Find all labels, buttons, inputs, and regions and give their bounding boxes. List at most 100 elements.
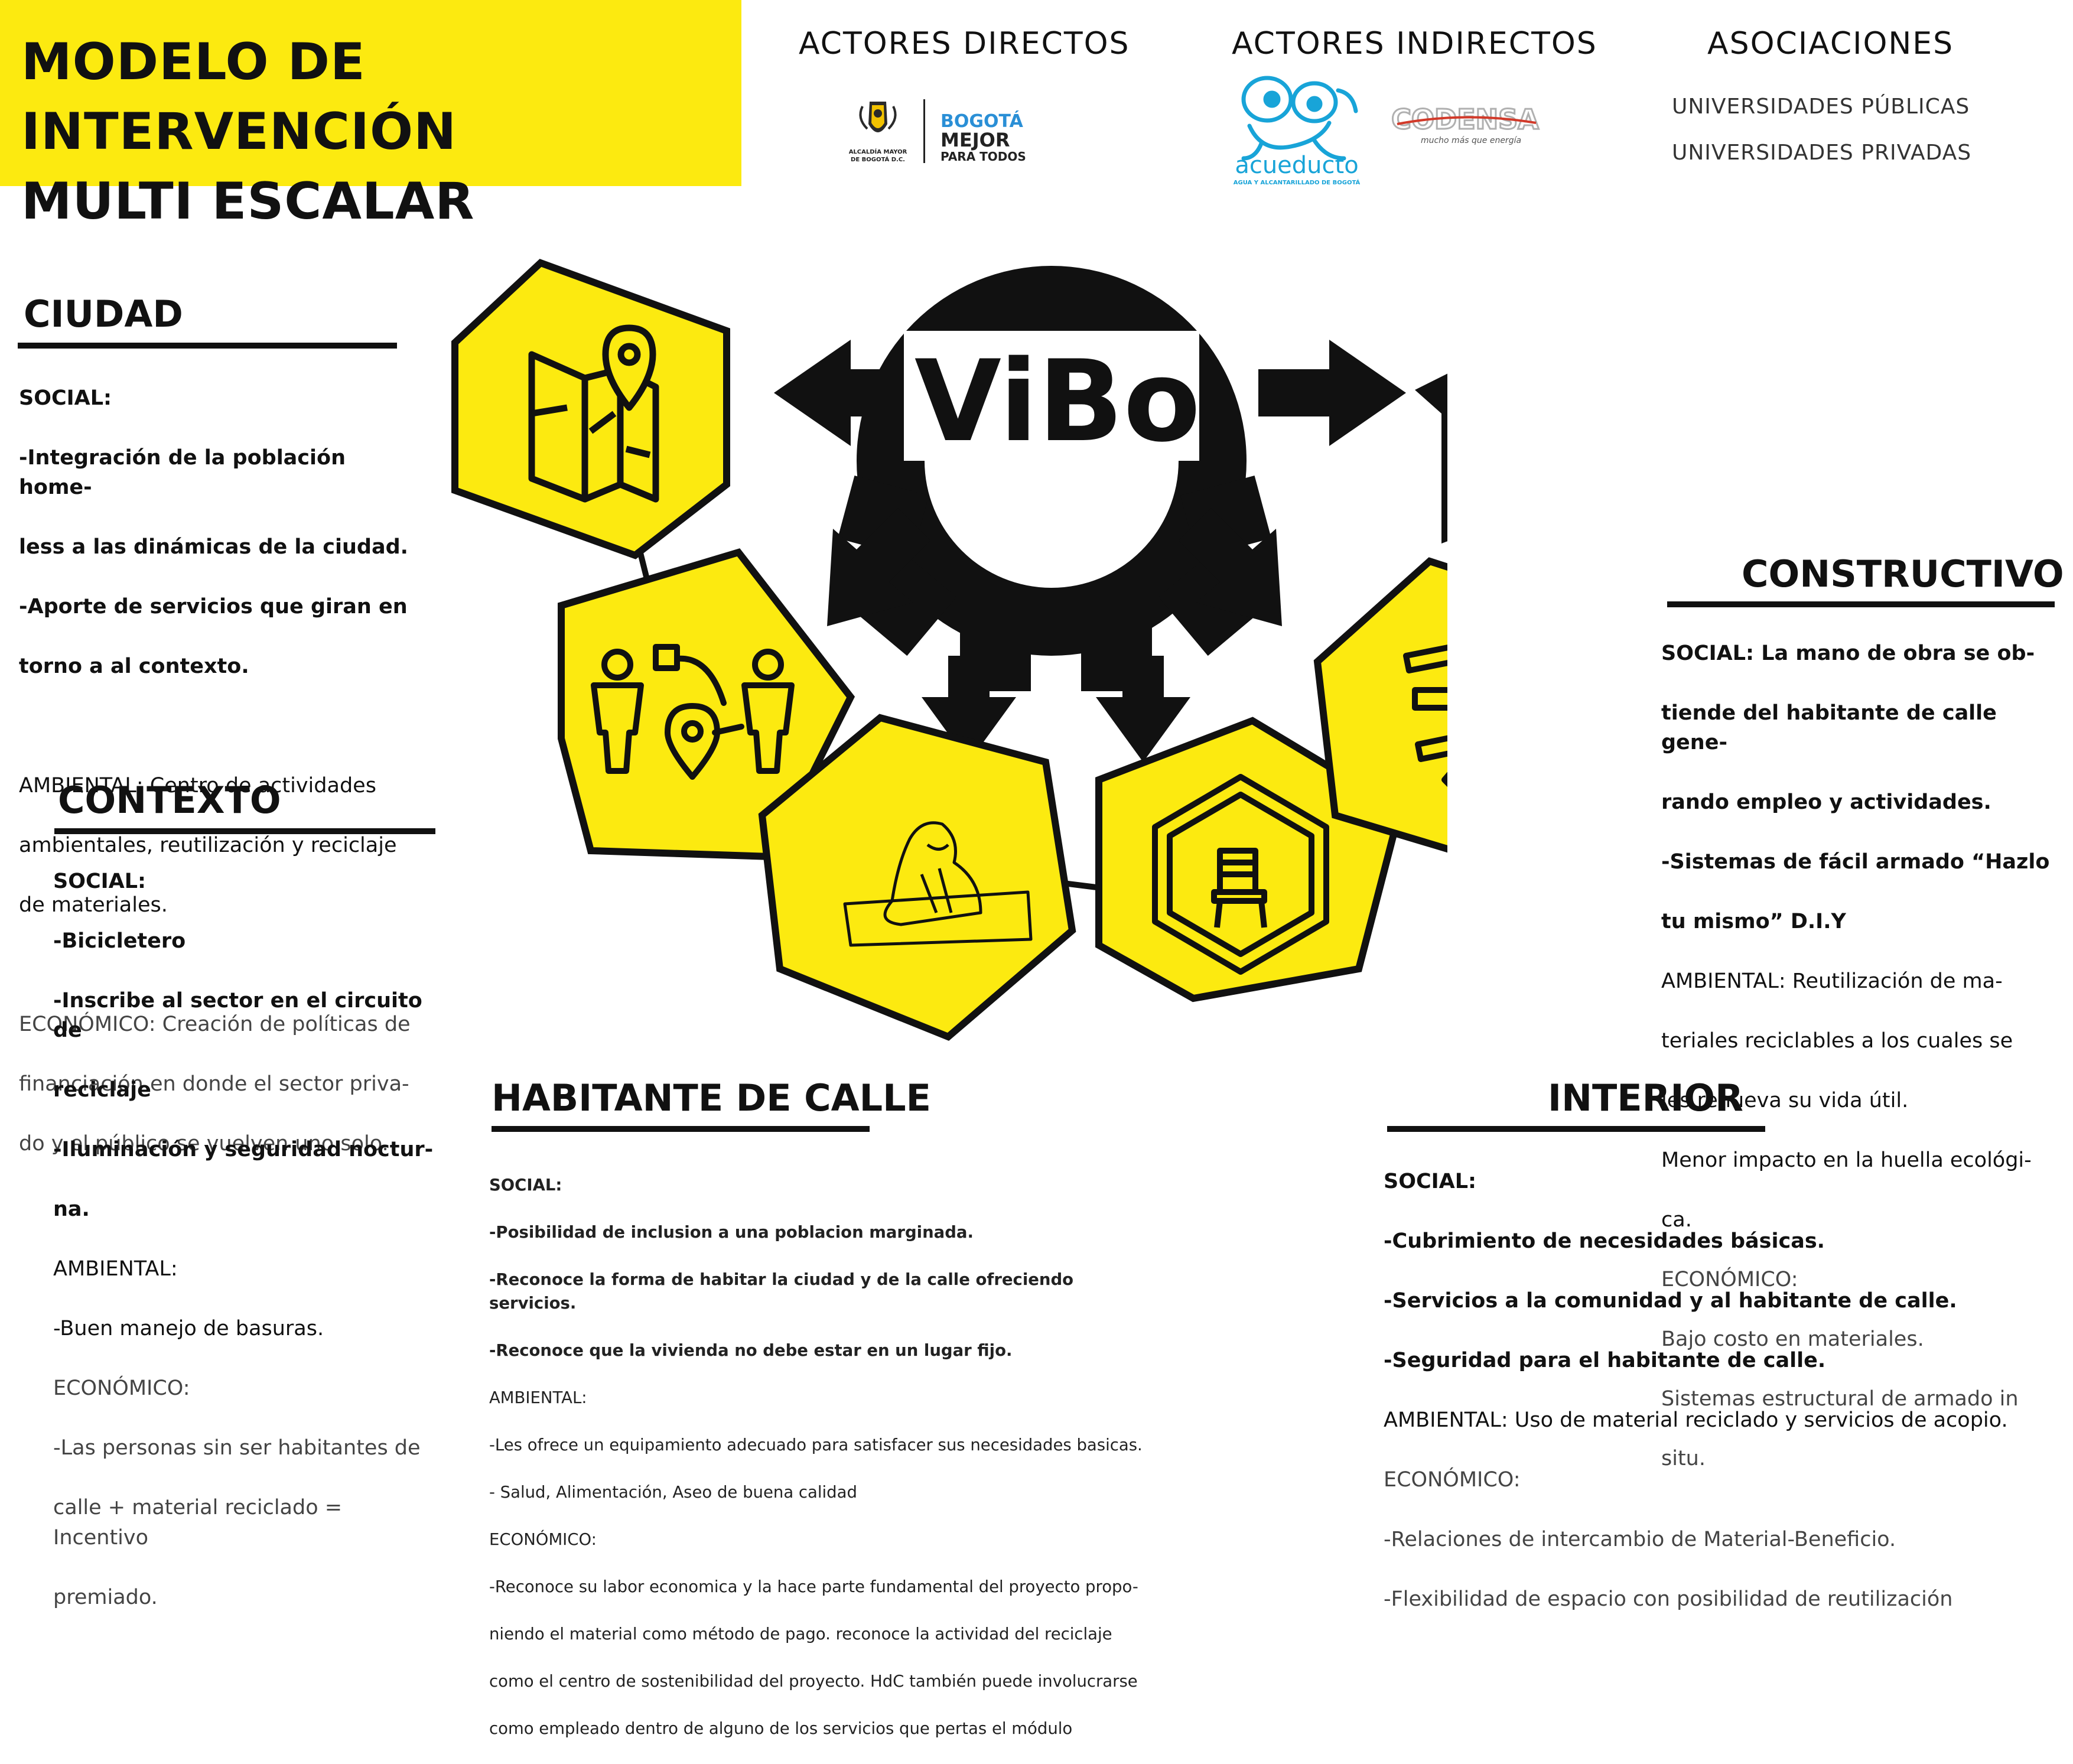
header-asociaciones: ASOCIACIONES (1707, 26, 1954, 61)
hook-arrow-icon (1415, 373, 1447, 543)
habitante-social-2: -Reconoce que la vivienda no debe estar … (489, 1341, 1013, 1360)
ciudad-title: CIUDAD (24, 292, 183, 336)
contexto-text: SOCIAL: -Bicicletero -Inscribe al sector… (53, 837, 443, 1642)
interior-social-1: -Servicios a la comunidad y al habitante… (1384, 1288, 1957, 1313)
map-pin-icon (528, 324, 659, 503)
logo-divider (923, 99, 925, 163)
ciudad-economico-2: do y el público se vuelven uno solo. (19, 1132, 389, 1156)
ciudad-text: SOCIAL: -Integración de la población hom… (19, 353, 415, 1189)
alcaldia-bogota-logo: ALCALDÍA MAYOR DE BOGOTÁ D.C. BOGOTÁ MEJ… (849, 99, 1026, 164)
title-banner: MODELO DE INTERVENCIÓN MULTI ESCALAR (0, 0, 741, 231)
codensa-logo: CODENSA mucho más que energía (1391, 103, 1540, 146)
constructivo-ambiental-0: AMBIENTAL: Reutilización de ma- (1661, 969, 2003, 993)
habitante-economico-3: como empleado dentro de alguno de los se… (489, 1719, 1073, 1738)
habitante-ambiental-label: AMBIENTAL: (489, 1388, 587, 1407)
contexto-rule (54, 828, 435, 834)
bogota-line-3: PARA TODOS (941, 149, 1026, 164)
habitante-rule (492, 1126, 870, 1132)
contexto-social-2: reciclaje (53, 1078, 151, 1102)
constructivo-social-4: tu mismo” D.I.Y (1661, 910, 1846, 933)
contexto-economico-2: premiado. (53, 1585, 158, 1609)
hex-ciudad (451, 259, 730, 559)
ciudad-ambiental-0: AMBIENTAL: Centro de actividades (19, 774, 376, 798)
habitante-social-label: SOCIAL: (489, 1176, 562, 1195)
contexto-title: CONTEXTO (58, 779, 281, 822)
constructivo-text: SOCIAL: La mano de obra se ob- tiende de… (1661, 608, 2063, 1503)
interior-economico-1: -Flexibilidad de espacio con posibilidad… (1384, 1587, 1953, 1611)
asociacion-privadas: UNIVERSIDADES PRIVADAS (1672, 141, 1972, 165)
codensa-swoosh-icon (1397, 116, 1537, 125)
asociacion-publicas: UNIVERSIDADES PÚBLICAS (1672, 95, 1970, 119)
seated-person-icon (843, 821, 1033, 947)
constructivo-economico-0: Bajo costo en materiales. (1661, 1327, 1924, 1351)
ciudad-ambiental-2: de materiales. (19, 893, 168, 917)
constructivo-title: CONSTRUCTIVO (1742, 552, 2064, 595)
interior-rule (1387, 1126, 1765, 1132)
contexto-ambiental-label: AMBIENTAL: (53, 1257, 178, 1281)
constructivo-economico-1: Sistemas estructural de armado in (1661, 1387, 2019, 1411)
constructivo-social-0: SOCIAL: La mano de obra se ob- (1661, 641, 2035, 665)
acueducto-logo: acueducto AGUA Y ALCANTARILLADO DE BOGOT… (1234, 76, 1361, 186)
constructivo-social-3: -Sistemas de fácil armado “Hazlo (1661, 850, 2050, 874)
contexto-ambiental-0: -Buen manejo de basuras. (53, 1317, 324, 1340)
hex-interior (1095, 717, 1404, 1003)
interior-social-0: -Cubrimiento de necesidades básicas. (1384, 1229, 1825, 1253)
people-location-icon (591, 644, 795, 780)
bogota-line-2: MEJOR (941, 129, 1010, 151)
habitante-economico-2: como el centro de sostenibilidad del pro… (489, 1672, 1138, 1691)
alcaldia-line-2: DE BOGOTÁ D.C. (851, 155, 905, 163)
alcaldia-line-1: ALCALDÍA MAYOR (849, 148, 907, 155)
habitante-economico-0: -Reconoce su labor economica y la hace p… (489, 1577, 1138, 1596)
ciudad-economico-1: financiación en donde el sector priva- (19, 1072, 409, 1096)
chair-icon (1152, 774, 1329, 975)
contexto-social-label: SOCIAL: (53, 869, 147, 893)
constructivo-ambiental-4: ca. (1661, 1208, 1692, 1232)
habitante-economico-1: niendo el material como método de pago. … (489, 1625, 1112, 1643)
constructivo-rule (1667, 601, 2055, 607)
habitante-ambiental-1: - Salud, Alimentación, Aseo de buena cal… (489, 1483, 857, 1502)
habitante-ambiental-0: -Les ofrece un equipamiento adecuado par… (489, 1436, 1143, 1454)
ciudad-rule (18, 343, 397, 349)
acueducto-name: acueducto (1235, 152, 1358, 179)
frog-icon (1241, 76, 1358, 161)
constructivo-economico-2: situ. (1661, 1447, 1706, 1470)
coat-of-arms-icon (859, 102, 897, 132)
hex-constructivo (1313, 557, 1447, 853)
ciudad-ambiental-1: ambientales, reutilización y reciclaje (19, 834, 397, 857)
constructivo-social-2: rando empleo y actividades. (1661, 790, 1991, 814)
ciudad-social-0: -Integración de la población home- (19, 445, 346, 500)
center-label: ViBo (915, 336, 1200, 467)
contexto-social-4: na. (53, 1197, 90, 1221)
ciudad-economico-0: ECONÓMICO: Creación de políticas de (19, 1013, 411, 1036)
title-line-1: MODELO DE INTERVENCIÓN (21, 32, 457, 161)
gear-icon (774, 266, 1406, 762)
contexto-economico-0: -Las personas sin ser habitantes de (53, 1436, 421, 1460)
interior-economico-0: -Relaciones de intercambio de Material-B… (1384, 1527, 1896, 1551)
acueducto-sub: AGUA Y ALCANTARILLADO DE BOGOTÁ (1234, 178, 1361, 186)
interior-social-label: SOCIAL: (1384, 1169, 1477, 1193)
hex-habitante (758, 714, 1076, 1041)
habitante-social-1: -Reconoce la forma de habitar la ciudad … (489, 1270, 1074, 1313)
wood-planks-icon (1403, 645, 1447, 787)
constructivo-ambiental-2: les renueva su vida útil. (1661, 1089, 1909, 1112)
interior-ambiental-0: AMBIENTAL: Uso de material reciclado y s… (1384, 1408, 2008, 1432)
title-line-2: MULTI ESCALAR (21, 172, 475, 231)
codensa-name: CODENSA (1391, 103, 1539, 135)
contexto-social-0: -Bicicletero (53, 929, 186, 953)
ciudad-social-label: SOCIAL: (19, 386, 112, 410)
constructivo-ambiental-3: Menor impacto en la huella ecológi- (1661, 1148, 2032, 1172)
constructivo-economico-label: ECONÓMICO: (1661, 1268, 1798, 1291)
codensa-sub: mucho más que energía (1421, 136, 1521, 145)
intervention-diagram: ViBo (451, 259, 1447, 1041)
header-actores-indirectos: ACTORES INDIRECTOS (1232, 26, 1597, 61)
habitante-text: SOCIAL: -Posibilidad de inclusion a una … (489, 1150, 1157, 1764)
ciudad-social-3: torno a al contexto. (19, 655, 249, 678)
ciudad-social-1: less a las dinámicas de la ciudad. (19, 535, 408, 559)
page-title: MODELO DE INTERVENCIÓN MULTI ESCALAR (21, 27, 730, 236)
bogota-line-1: BOGOTÁ (941, 110, 1024, 132)
habitante-title: HABITANTE DE CALLE (492, 1076, 932, 1119)
habitante-social-0: -Posibilidad de inclusion a una poblacio… (489, 1223, 974, 1242)
contexto-social-3: -Iluminación y seguridad noctur- (53, 1138, 434, 1161)
ciudad-social-2: -Aporte de servicios que giran en (19, 595, 408, 619)
contexto-economico-label: ECONÓMICO: (53, 1376, 190, 1400)
